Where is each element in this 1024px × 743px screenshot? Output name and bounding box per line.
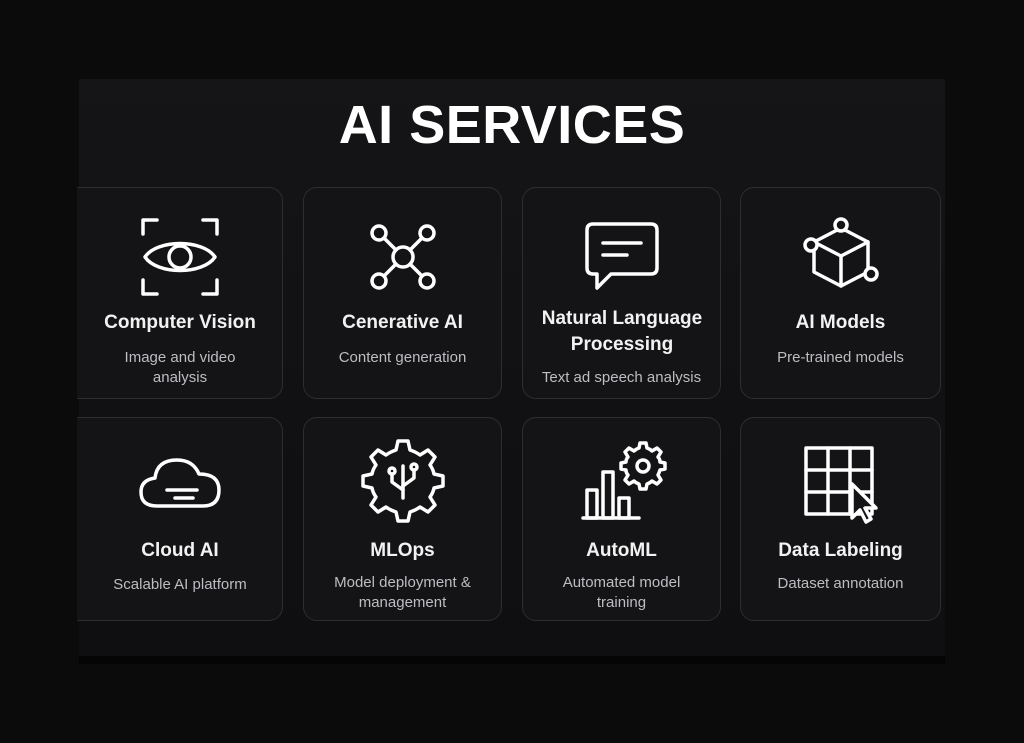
card-title: Natural Language Processing [541,308,703,355]
card-subtitle: Model deployment & management [334,574,471,611]
panel-bottom-edge [79,656,945,664]
card-subtitle: Text ad speech analysis [541,369,702,386]
card-subtitle: Pre-trained models [777,349,904,366]
card-title: AI Models [795,312,886,333]
card-title: Cenerative AI [342,312,463,333]
card-subtitle: Automated model training [562,574,681,611]
grid-cursor-icon [796,438,886,528]
card-title: MLOps [370,540,435,561]
eye-scan-icon [135,212,225,302]
card-automl[interactable]: AutoML Automated model training [522,417,721,621]
card-cloud-ai[interactable]: Cloud AI Scalable AI platform [77,417,283,621]
chat-bubble-icon [577,212,667,302]
card-natural-language-processing[interactable]: Natural Language Processing Text ad spee… [522,187,721,399]
bar-chart-gear-icon [577,436,667,526]
card-title: Data Labeling [778,540,903,561]
card-title: Cloud AI [141,540,219,561]
gear-circuit-icon [358,436,448,526]
card-subtitle: Dataset annotation [777,575,904,592]
cube-icon [796,212,886,302]
card-data-labeling[interactable]: Data Labeling Dataset annotation [740,417,941,621]
card-ai-models[interactable]: AI Models Pre-trained models [740,187,941,399]
card-title: AutoML [586,540,657,561]
page-title: AI SERVICES [338,95,686,155]
cloud-icon [135,438,225,528]
network-nodes-icon [358,212,448,302]
card-subtitle: Content generation [338,349,467,366]
card-computer-vision[interactable]: Computer Vision Image and video analysis [77,187,283,399]
card-generative-ai[interactable]: Cenerative AI Content generation [303,187,502,399]
card-subtitle: Scalable AI platform [113,576,247,593]
card-subtitle: Image and video analysis [124,349,236,386]
card-mlops[interactable]: MLOps Model deployment & management [303,417,502,621]
card-title: Computer Vision [104,312,256,333]
